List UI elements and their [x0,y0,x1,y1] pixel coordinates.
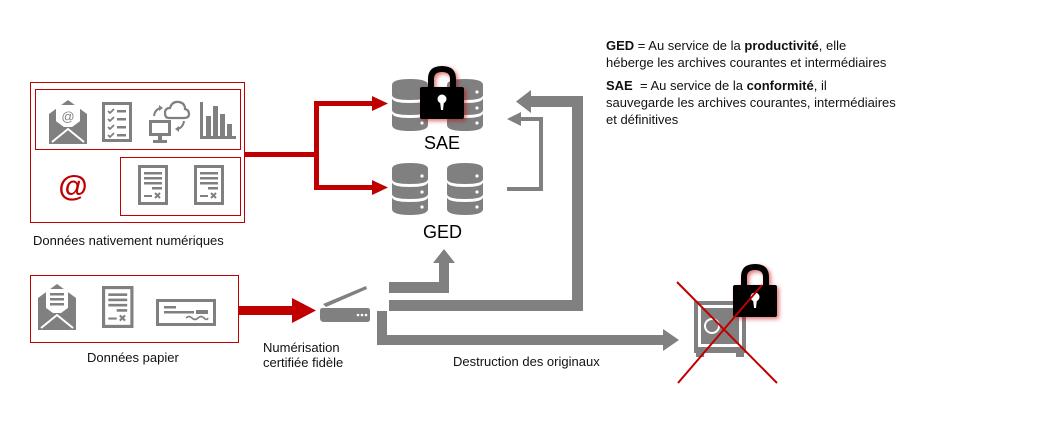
gray-arrow-destruction [377,311,679,351]
native-digital-apps-box [35,89,241,150]
ged-note-term: GED [606,38,635,53]
scanner-icon [320,286,370,322]
ged-note-text-before: = Au service de la [634,38,745,53]
ged-label: GED [423,222,463,242]
paper-letter-icon [38,284,76,330]
native-digital-label: Données nativement numériques [33,233,224,248]
signed-document-icon [193,164,225,206]
scanner-label-line2: certifiée fidèle [263,355,344,370]
legend-notes: GED = Au service de la productivité, ell… [606,37,896,134]
checklist-icon [102,102,132,142]
email-icon: @ [49,100,87,144]
red-scan-arrow [238,298,316,323]
bar-chart-icon [200,102,236,139]
sae-label: SAE [424,133,461,153]
scanner-label-line1: Numérisation [263,340,340,355]
signed-document-icon [100,284,135,330]
sae-note-text-after: , il sauvegarde les archives courantes, … [606,78,896,127]
lock-icon [420,66,464,119]
ged-note: GED = Au service de la productivité, ell… [606,37,896,71]
scanner-label: Numérisation certifiée fidèle [263,340,343,370]
ged-note-text-after: , elle héberge les archives courantes et… [606,38,887,70]
paper-label: Données papier [87,350,179,365]
sae-note-text-before: = Au service de la [632,78,747,93]
cloud-sync-computer-icon [149,100,191,143]
signed-document-icon [137,164,169,206]
gray-arrow-scan-to-ged [389,249,455,293]
lock-icon [733,264,777,317]
red-split-arrow [244,96,388,195]
ged-database-icon [392,163,483,215]
svg-text:@: @ [61,109,74,124]
ged-note-emphasis: productivité [744,38,819,53]
destruction-label: Destruction des originaux [453,354,600,369]
gray-arrow-scan-to-sae [389,90,583,311]
at-sign-icon: @ [58,170,87,203]
gray-arrow-ged-to-sae [507,112,543,191]
cross-out-mark [676,281,778,384]
sae-note-emphasis: conformité [746,78,814,93]
native-digital-docs-box [120,157,241,216]
sae-note: SAE = Au service de la conformité, il sa… [606,77,896,128]
sae-note-term: SAE [606,78,633,93]
cheque-icon [156,299,216,326]
